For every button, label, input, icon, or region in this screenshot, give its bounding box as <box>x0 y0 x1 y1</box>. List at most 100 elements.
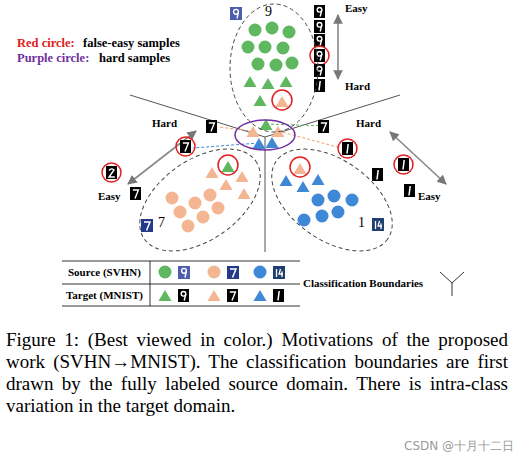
difficulty-label: Easy <box>98 190 121 202</box>
mnist-digit <box>180 140 191 153</box>
legend-sample <box>254 290 267 301</box>
target-sample <box>236 171 249 182</box>
source-sample <box>277 42 290 55</box>
target-sample <box>312 174 325 185</box>
legend-sample <box>208 290 221 301</box>
source-sample <box>270 59 283 72</box>
false-easy-circle <box>394 155 413 174</box>
source-sample <box>249 24 262 37</box>
legend-label: Source (SVHN) <box>68 266 141 278</box>
legend-key-text: false-easy samples <box>83 37 180 51</box>
source-sample <box>298 214 311 227</box>
legend-sample <box>208 266 221 279</box>
svhn-digit <box>141 219 153 232</box>
cluster-ellipse <box>230 4 318 132</box>
legend-label: Target (MNIST) <box>66 289 143 301</box>
mnist-digit <box>372 168 383 181</box>
source-sample <box>328 190 341 203</box>
target-sample <box>280 76 293 87</box>
source-sample <box>242 41 255 54</box>
mnist-digit <box>227 289 238 302</box>
mnist-digit <box>273 289 284 302</box>
boundary-symbol <box>440 272 464 296</box>
target-sample <box>254 95 267 106</box>
cluster-outline <box>130 150 270 250</box>
target-sample <box>294 163 307 174</box>
difficulty-arrow <box>337 15 339 79</box>
legend-entry: Source (SVHN) <box>68 266 141 278</box>
mnist-digit <box>342 142 353 155</box>
mnist-digit <box>206 120 217 133</box>
source-sample <box>259 41 272 54</box>
cluster-label: 1 <box>358 216 365 230</box>
cluster-region: 7 <box>130 150 270 250</box>
target-sample <box>266 137 279 148</box>
mnist-digit <box>178 289 189 302</box>
false-easy-circle <box>272 90 292 110</box>
svhn-digit <box>372 218 384 231</box>
legend-key-label: Purple circle: <box>17 52 89 66</box>
cluster-outline <box>262 150 402 250</box>
source-sample <box>197 211 210 224</box>
source-sample <box>204 189 217 202</box>
target-sample <box>244 76 257 87</box>
legend-key-label: Red circle: <box>17 37 75 51</box>
mnist-digit <box>314 5 325 18</box>
target-sample <box>206 167 219 178</box>
difficulty-label: Hard <box>152 117 177 129</box>
source-sample <box>166 192 179 205</box>
false-easy-circle <box>290 157 310 177</box>
false-easy-circle <box>338 139 357 158</box>
difficulty-label: Easy <box>345 2 368 14</box>
classification-boundary <box>130 95 400 252</box>
source-sample <box>252 58 265 71</box>
mnist-digit <box>314 20 325 33</box>
difficulty-label: Hard <box>356 117 381 129</box>
mnist-digit <box>404 184 415 197</box>
target-sample <box>253 138 266 149</box>
mnist-digit <box>318 120 329 133</box>
difficulty-label: Hard <box>345 80 370 92</box>
table-rule <box>62 261 300 306</box>
source-sample <box>189 197 202 210</box>
watermark: CSDN @十月十二日 <box>404 440 514 453</box>
false-easy-circle <box>310 46 329 65</box>
cluster-label: 9 <box>265 5 272 19</box>
false-easy-circle <box>102 163 121 182</box>
target-sample <box>220 179 233 190</box>
figure-caption: Figure 1: (Best viewed in color.) Motiva… <box>6 329 508 417</box>
difficulty-arrow <box>128 131 196 184</box>
false-easy-circle <box>218 155 238 175</box>
hard-sample-circle <box>235 120 295 150</box>
source-sample <box>316 210 329 223</box>
legend-sample <box>159 266 172 279</box>
mnist-digit <box>314 49 325 62</box>
target-sample <box>297 181 310 192</box>
legend-label: Classification Boundaries <box>303 277 423 289</box>
target-sample <box>262 78 275 89</box>
mnist-digit <box>106 166 117 179</box>
target-sample <box>222 161 235 172</box>
target-sample <box>280 175 293 186</box>
mnist-digit <box>314 64 325 77</box>
legend-sample <box>254 266 267 279</box>
svhn-digit <box>178 266 190 279</box>
target-sample <box>276 96 289 107</box>
difficulty-label: Easy <box>418 190 441 202</box>
false-easy-circle <box>176 137 195 156</box>
mnist-digit <box>398 158 409 171</box>
source-sample <box>283 26 296 39</box>
target-sample <box>247 126 260 137</box>
source-sample <box>332 206 345 219</box>
source-sample <box>174 206 187 219</box>
source-sample <box>182 220 195 233</box>
svhn-digit <box>227 266 239 279</box>
source-sample <box>266 22 279 35</box>
cluster-outline <box>228 2 320 134</box>
cluster-label: 7 <box>158 216 165 230</box>
svhn-digit <box>273 266 285 279</box>
target-sample <box>238 188 251 199</box>
difficulty-arrow <box>390 132 446 184</box>
cluster-region: 1 <box>262 150 402 250</box>
